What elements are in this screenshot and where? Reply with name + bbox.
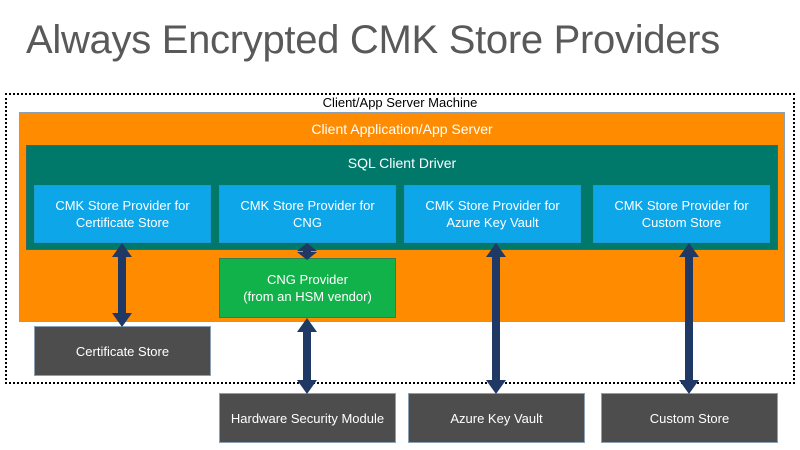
certificate-store-connector-arrow	[110, 243, 134, 327]
sql-client-driver-label: SQL Client Driver	[347, 155, 457, 171]
hardware-security-module-box[interactable]: Hardware Security Module	[219, 393, 396, 443]
custom-store-box[interactable]: Custom Store	[601, 393, 778, 443]
cmk-store-provider-custom-store[interactable]: CMK Store Provider for Custom Store	[593, 185, 770, 243]
certificate-store-box[interactable]: Certificate Store	[34, 326, 211, 376]
cmk-store-provider-azure-key-vault[interactable]: CMK Store Provider for Azure Key Vault	[404, 185, 581, 243]
client-app-server-machine-label: Client/App Server Machine	[322, 95, 478, 110]
cmk-store-provider-cng[interactable]: CMK Store Provider for CNG	[219, 185, 396, 243]
hsm-connector-arrow	[295, 318, 319, 394]
azure-key-vault-box[interactable]: Azure Key Vault	[408, 393, 585, 443]
client-application-app-server-label: Client Application/App Server	[311, 121, 493, 137]
page-title: Always Encrypted CMK Store Providers	[26, 18, 720, 62]
cng-provider-connector-arrow	[295, 243, 319, 260]
azure-key-vault-connector-arrow	[484, 243, 508, 394]
custom-store-connector-arrow	[677, 243, 701, 394]
cng-provider-box[interactable]: CNG Provider (from an HSM vendor)	[219, 258, 396, 318]
cmk-store-provider-certificate-store[interactable]: CMK Store Provider for Certificate Store	[34, 185, 211, 243]
